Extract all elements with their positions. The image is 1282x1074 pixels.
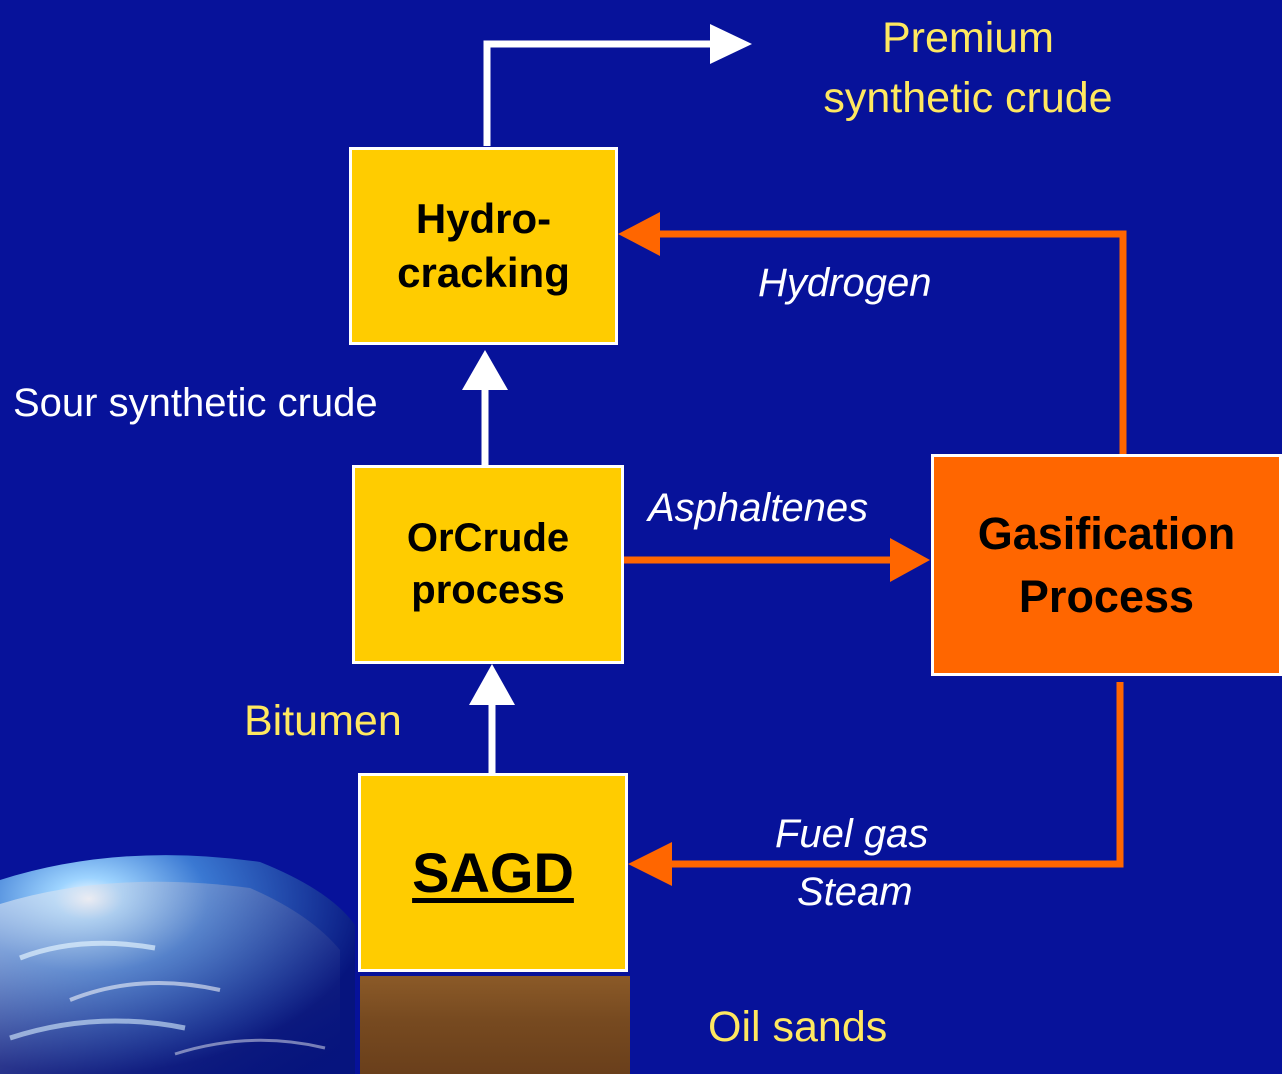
asphaltenes-label: Asphaltenes (648, 486, 869, 530)
premium-crude-flow-line (483, 40, 710, 146)
arrow-left-icon (618, 212, 660, 256)
bitumen-label: Bitumen (244, 697, 402, 745)
sagd-label: SAGD (412, 840, 574, 904)
hydrocracking-box: Hydro- cracking (349, 147, 618, 345)
hydrogen-label: Hydrogen (758, 261, 932, 305)
steam-label: Steam (797, 870, 913, 914)
arrow-right-icon (710, 24, 752, 64)
premium-synthetic-crude-label: Premium synthetic crude (823, 14, 1113, 122)
orcrude-label: OrCrude process (406, 516, 570, 612)
arrow-up-icon (462, 350, 508, 390)
hydrocracking-label: Hydro- cracking (397, 195, 570, 296)
hydrogen-flow-line (660, 230, 1127, 454)
orcrude-process-box: OrCrude process (352, 465, 624, 664)
oil-sands-soil (360, 976, 630, 1074)
fuel-gas-steam-flow-line (672, 682, 1124, 868)
arrow-left-icon (628, 842, 672, 886)
sagd-box: SAGD (358, 773, 628, 972)
sour-synthetic-crude-label: Sour synthetic crude (13, 381, 378, 425)
gasification-process-box: Gasification Process (931, 454, 1282, 676)
fuel-gas-label: Fuel gas (775, 812, 929, 856)
arrow-right-icon (890, 538, 930, 582)
oil-sands-label: Oil sands (708, 1003, 888, 1051)
arrow-up-icon (469, 664, 515, 705)
gasification-label: Gasification Process (977, 508, 1236, 622)
